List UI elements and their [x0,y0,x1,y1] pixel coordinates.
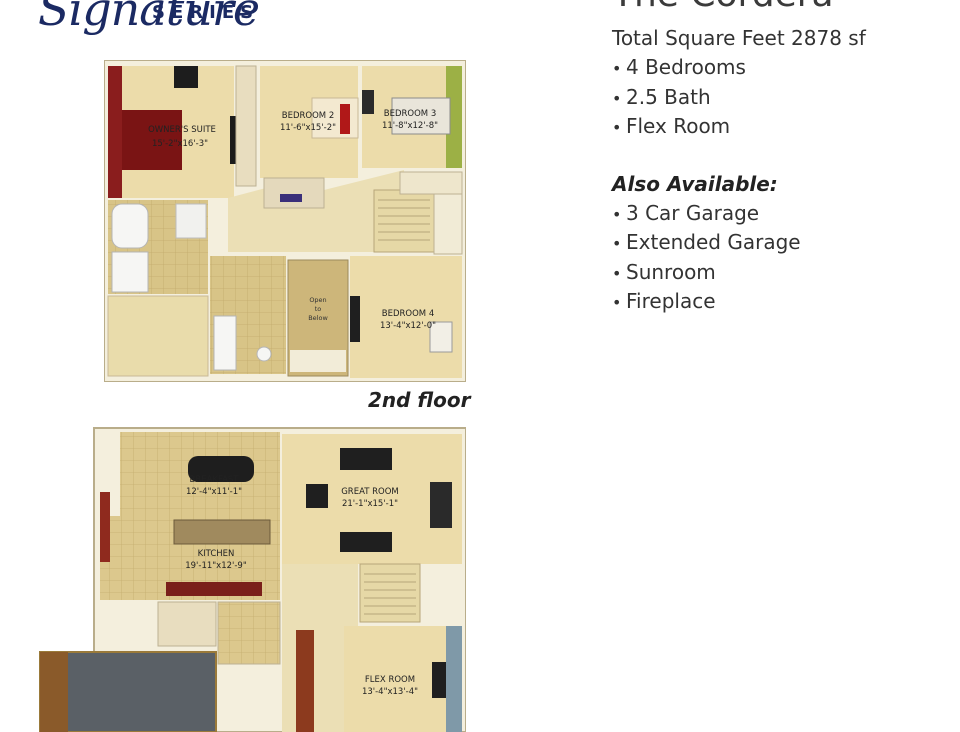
bullet-icon: • [612,205,622,225]
brand-series: SERIES [152,2,260,23]
bedroom-3-label: BEDROOM 3 [384,109,436,119]
room-owners-suite: OWNER'S SUITE 15'-2"x16'-3" [108,66,238,198]
bullet-icon: • [612,117,622,137]
also-available-heading: Also Available: [612,172,778,197]
breakfast-dim: 12'-4"x11'-1" [186,487,242,497]
option-item: •Fireplace [612,287,942,316]
great-room-label: GREAT ROOM [341,487,399,497]
option-item: •3 Car Garage [612,199,942,228]
flex-room-dim: 13'-4"x13'-4" [362,687,418,697]
room-bedroom-4: BEDROOM 4 13'-4"x12'-0" [350,256,462,378]
room-kitchen: KITCHEN 19'-11"x12'-9" [100,492,280,600]
option-item: •Extended Garage [612,228,942,257]
breakfast-label: BREAKFAST [189,475,239,485]
model-title: The Cordera [612,0,834,15]
svg-text:Open: Open [309,296,326,304]
bullet-icon: • [612,88,622,108]
room-breakfast: BREAKFAST 12'-4"x11'-1" [120,432,280,516]
flex-room-label: FLEX ROOM [365,675,415,685]
svg-text:to: to [315,305,322,313]
room-great-room: GREAT ROOM 21'-1"x15'-1" [282,434,462,564]
bedroom-2-label: BEDROOM 2 [282,111,334,121]
owners-bath [108,200,208,294]
feature-item: •Flex Room [612,112,942,141]
bullet-icon: • [612,59,622,79]
feature-item: •2.5 Bath [612,83,942,112]
kitchen-label: KITCHEN [198,549,235,559]
kitchen-dim: 19'-11"x12'-9" [185,561,247,571]
second-floor-label: 2nd floor [368,388,471,412]
bullet-icon: • [612,234,622,254]
staircase [359,563,421,623]
first-floor-plan: BREAKFAST 12'-4"x11'-1" KITCHEN 19'-11"x… [39,427,466,732]
room-flex-room: FLEX ROOM 13'-4"x13'-4" [344,626,462,732]
room-bedroom-3: BEDROOM 3 11'-8"x12'-8" [362,66,462,168]
hall-bath [210,256,286,374]
bedroom-3-dim: 11'-8"x12'-8" [382,121,438,131]
room-bedroom-2: BEDROOM 2 11'-6"x15'-2" [260,66,359,178]
great-room-dim: 21'-1"x15'-1" [342,499,398,509]
staircase [373,189,435,253]
bedroom-4-label: BEDROOM 4 [382,309,434,319]
owners-suite-dim: 15'-2"x16'-3" [152,139,208,149]
bullet-icon: • [612,293,622,313]
owners-suite-label: OWNER'S SUITE [148,125,216,135]
bullet-icon: • [612,263,622,283]
option-item: •Sunroom [612,258,942,287]
svg-text:Below: Below [308,314,328,322]
bedroom-2-dim: 11'-6"x15'-2" [280,123,336,133]
feature-list: Total Square Feet 2878 sf •4 Bedrooms •2… [612,24,942,316]
bedroom-4-dim: 13'-4"x12'-0" [380,321,436,331]
open-to-below: Open to Below [287,259,349,377]
garage [39,651,217,732]
total-square-feet: Total Square Feet 2878 sf [612,26,866,50]
feature-item: •4 Bedrooms [612,53,942,82]
brand-script: Signature [38,0,260,36]
second-floor-plan: OWNER'S SUITE 15'-2"x16'-3" BEDROOM 2 11… [104,60,466,382]
brand-logo: Signature SERIES [38,0,268,42]
